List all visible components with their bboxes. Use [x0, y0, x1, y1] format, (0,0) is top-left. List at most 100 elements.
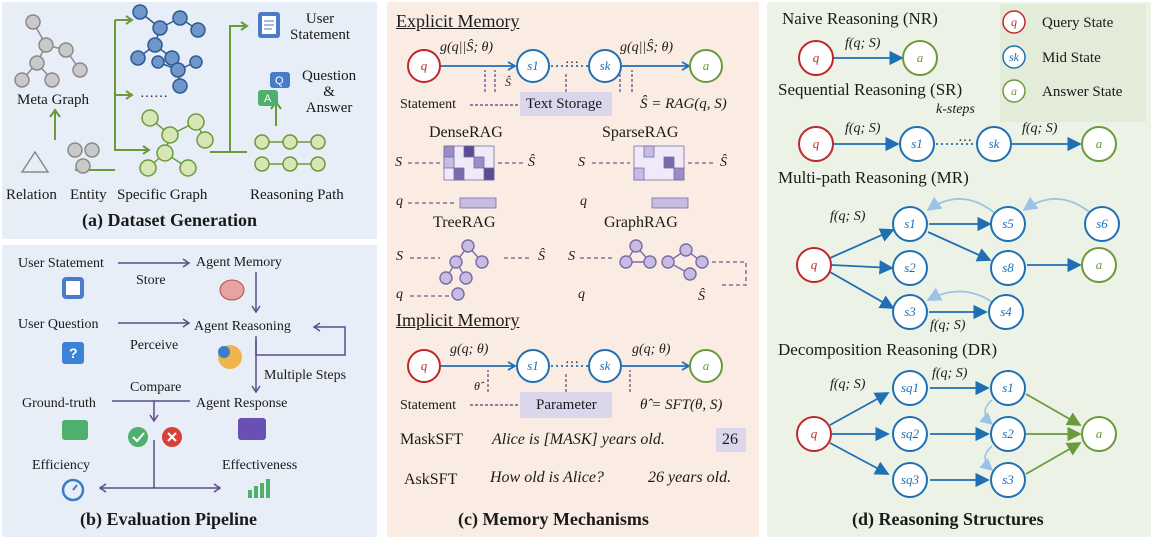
- node-nr-q: q: [798, 40, 834, 76]
- stopwatch-icon: [61, 478, 85, 502]
- q-letter: Q: [275, 75, 284, 87]
- cal-s-graph: S: [568, 249, 575, 264]
- node-q-text-imp: q: [420, 358, 428, 373]
- effectiveness-label: Effectiveness: [222, 458, 298, 473]
- node-s1-text-imp: s1: [527, 358, 539, 373]
- notepad-icon: [258, 12, 280, 38]
- node-mr-a: a: [1081, 247, 1117, 283]
- legend-sk-symbol: sk: [1009, 50, 1019, 64]
- implicit-memory-header: Implicit Memory: [396, 310, 520, 330]
- decomposition-label: Decomposition Reasoning (DR): [778, 340, 998, 359]
- node-mr-s6: s6: [1084, 206, 1120, 242]
- s-hat-dense: Ŝ: [528, 155, 535, 170]
- a-letter: A: [264, 93, 272, 105]
- ground-truth-chat-icon: [62, 420, 88, 440]
- ask-sft-label: AskSFT: [404, 471, 458, 488]
- dense-rag-grid: [443, 145, 497, 209]
- node-mr-q: q: [796, 247, 832, 283]
- question-answer-label: Question & Answer: [302, 68, 357, 116]
- legend-query-label: Query State: [1042, 15, 1114, 31]
- agent-response-chat-icon: [238, 418, 266, 440]
- node-sk-text: sk: [599, 58, 611, 73]
- reasoning-path-label: Reasoning Path: [250, 187, 344, 203]
- q-sparse: q: [580, 194, 587, 209]
- node-dr-a: a: [1081, 416, 1117, 452]
- check-icon: [128, 427, 148, 447]
- tree-rag-graph: [439, 239, 489, 301]
- legend-mid-label: Mid State: [1042, 50, 1101, 66]
- node-mr-s2: s2: [892, 250, 928, 286]
- node-q-text: q: [420, 58, 428, 73]
- g-explicit-label-1: g(q||Ŝ; θ): [440, 40, 494, 55]
- cal-s-dense: S: [395, 155, 402, 170]
- question-mark: ?: [69, 345, 78, 361]
- tree-rag-label: TreeRAG: [433, 214, 496, 231]
- legend-answer-label: Answer State: [1042, 84, 1123, 100]
- perceive-label: Perceive: [130, 338, 179, 353]
- multiple-steps-label: Multiple Steps: [264, 368, 347, 383]
- node-s1-explicit: [516, 49, 550, 83]
- sft-equation: θ̂ = SFT(θ, S): [640, 397, 723, 413]
- node-sk-text-imp: sk: [599, 358, 611, 373]
- caption-c: (c) Memory Mechanisms: [458, 509, 649, 529]
- node-sr-q: q: [798, 126, 834, 162]
- parameter-label: Parameter: [536, 397, 597, 413]
- user-statement-b: User Statement: [18, 256, 104, 271]
- node-a-text: a: [702, 58, 710, 73]
- caption-a: (a) Dataset Generation: [82, 210, 257, 230]
- node-mr-s3: s3: [892, 294, 928, 330]
- mask-sft-label: MaskSFT: [400, 431, 464, 448]
- f-label-nr: f(q; S): [845, 36, 881, 51]
- agent-response-label: Agent Response: [196, 396, 288, 411]
- node-q-implicit: [407, 349, 441, 383]
- sequential-label: Sequential Reasoning (SR): [778, 80, 963, 99]
- node-sk-explicit: [588, 49, 622, 83]
- node-s1-implicit: [516, 349, 550, 383]
- explicit-memory-header: Explicit Memory: [396, 11, 520, 31]
- sparse-rag-label: SparseRAG: [602, 124, 679, 141]
- caption-d: (d) Reasoning Structures: [852, 509, 1044, 529]
- text-storage-label: Text Storage: [526, 96, 603, 112]
- mask-sft-text: Alice is [MASK] years old.: [492, 431, 665, 448]
- node-dr-s2: s2: [990, 416, 1026, 452]
- rag-equation: Ŝ = RAG(q, S): [640, 96, 727, 112]
- ellipsis-label: ……: [140, 86, 168, 101]
- g-implicit-label-1: g(q; θ): [450, 342, 489, 357]
- node-dr-sq2: sq2: [892, 416, 928, 452]
- q-tree: q: [396, 287, 403, 302]
- node-sk-implicit: [588, 349, 622, 383]
- s-hat-small: Ŝ: [505, 75, 511, 89]
- ask-sft-answer: 26 years old.: [648, 469, 732, 486]
- cal-s-sparse: S: [578, 155, 585, 170]
- specific-graph-label: Specific Graph: [117, 187, 208, 203]
- mask-answer-box: [716, 428, 746, 452]
- node-s1-text: s1: [527, 58, 539, 73]
- theta-hat-small: θ̂: [474, 379, 480, 393]
- ask-sft-question: How old is Alice?: [490, 469, 604, 486]
- q-graph: q: [578, 287, 585, 302]
- ellipsis-implicit: ···: [565, 356, 579, 371]
- statement-label-explicit: Statement: [400, 97, 456, 112]
- node-mr-s5: s5: [990, 206, 1026, 242]
- q-dense: q: [396, 194, 403, 209]
- cal-s-tree: S: [396, 249, 403, 264]
- sparse-rag-grid: [633, 145, 689, 209]
- node-dr-q: q: [796, 416, 832, 452]
- s-hat-sparse: Ŝ: [720, 155, 727, 170]
- node-a-implicit: [689, 349, 723, 383]
- ellipsis-explicit: ···: [565, 56, 579, 71]
- node-sr-sk: sk: [976, 126, 1012, 162]
- user-question-label: User Question: [18, 317, 99, 332]
- node-dr-s1: s1: [990, 370, 1026, 406]
- compare-label: Compare: [130, 380, 182, 395]
- f-label-sr-2: f(q; S): [1022, 121, 1058, 136]
- entity-label: Entity: [70, 187, 107, 203]
- mask-answer: 26: [722, 431, 738, 448]
- k-steps-label: k-steps: [936, 102, 975, 117]
- node-dr-s3: s3: [990, 462, 1026, 498]
- meta-graph-label: Meta Graph: [17, 92, 90, 108]
- brain-icon: [219, 279, 245, 301]
- node-mr-s8: s8: [990, 250, 1026, 286]
